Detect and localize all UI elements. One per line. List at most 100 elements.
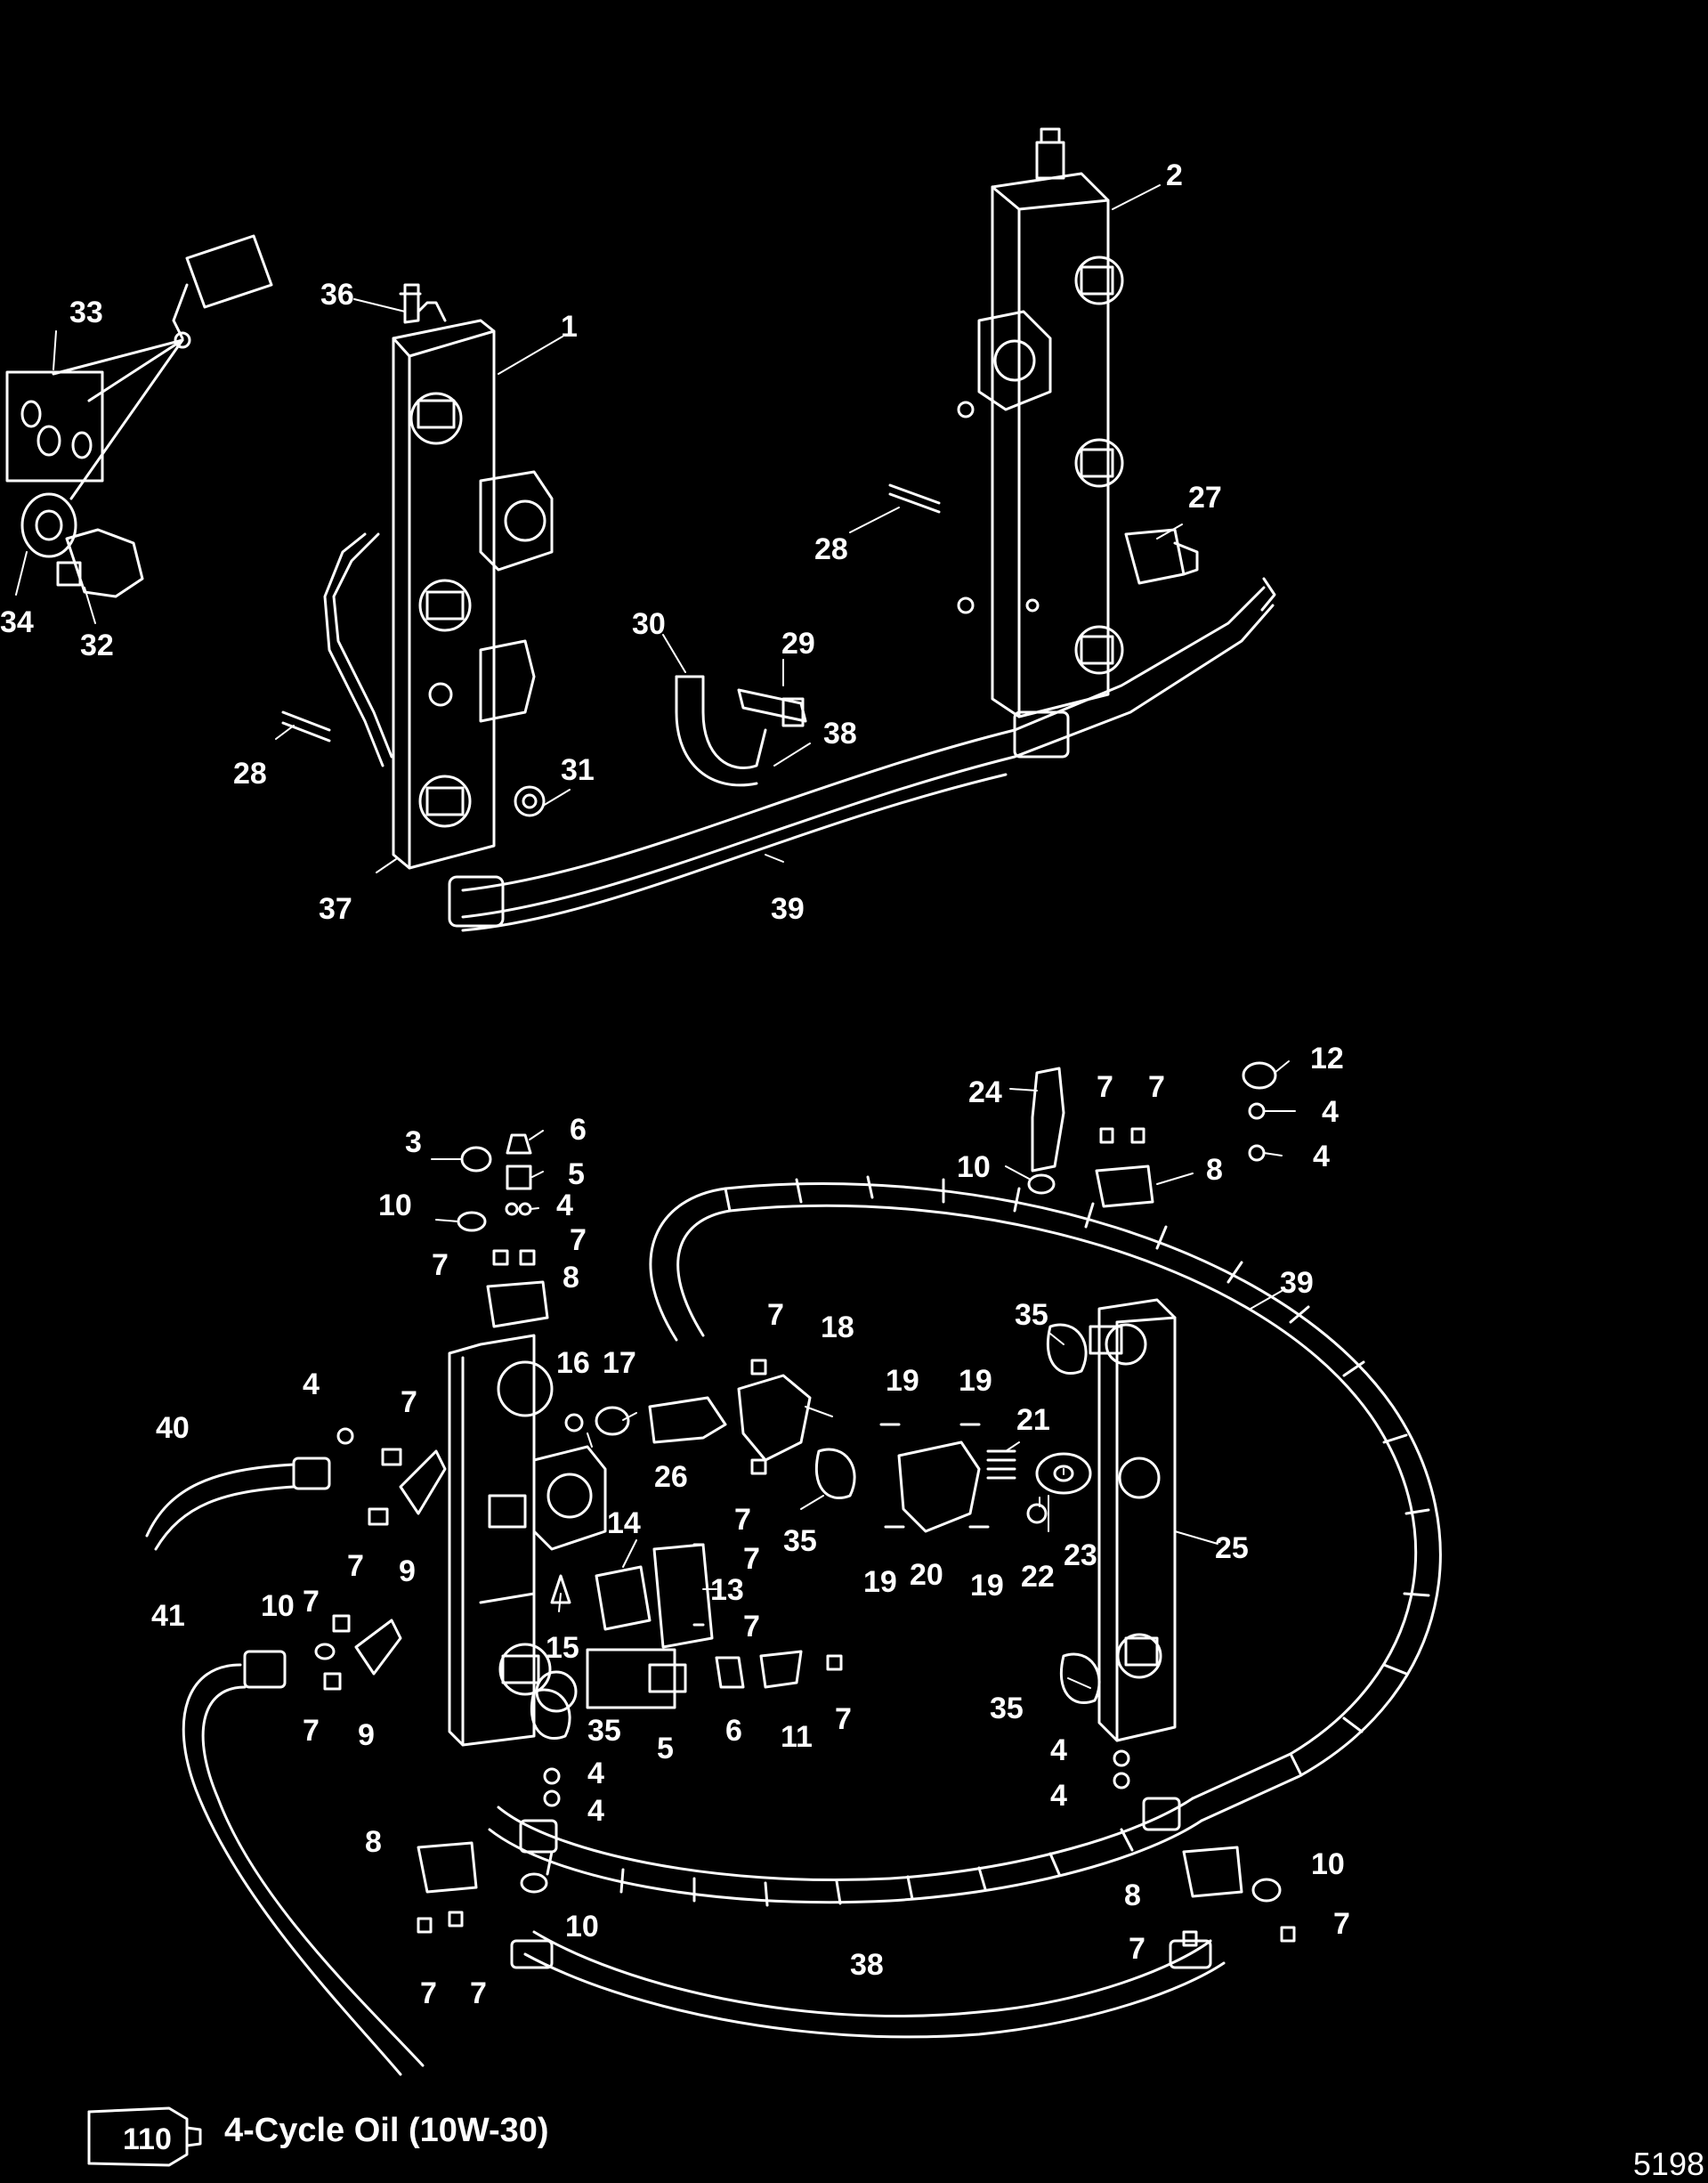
callout-35b: 35 — [1015, 1298, 1048, 1332]
callout-7i: 7 — [743, 1542, 760, 1576]
callout-39-upper: 39 — [771, 892, 805, 926]
callout-16: 16 — [556, 1346, 590, 1380]
callout-30: 30 — [632, 607, 666, 641]
callout-7m: 7 — [1148, 1070, 1165, 1104]
callout-10b: 10 — [261, 1589, 295, 1623]
callout-40: 40 — [156, 1411, 190, 1445]
callout-4h: 4 — [1313, 1140, 1330, 1173]
callout-8c: 8 — [365, 1825, 382, 1859]
rail-block-lower-right — [1089, 1298, 1177, 1742]
callout-1: 1 — [561, 310, 578, 344]
fuel-hose-40 — [145, 1457, 331, 1551]
callout-7e: 7 — [303, 1585, 320, 1619]
callout-10a: 10 — [378, 1189, 412, 1222]
callout-11: 11 — [781, 1720, 813, 1754]
callout-7k: 7 — [835, 1702, 852, 1736]
callout-4b: 4 — [303, 1367, 320, 1401]
callout-10c: 10 — [565, 1910, 599, 1944]
callout-13: 13 — [710, 1573, 744, 1607]
callout-10e: 10 — [1311, 1847, 1345, 1881]
callout-4d: 4 — [587, 1794, 604, 1828]
callout-4e: 4 — [1050, 1733, 1067, 1767]
callout-7j: 7 — [743, 1610, 760, 1643]
callout-39a: 39 — [1280, 1266, 1314, 1300]
callout-28b: 28 — [233, 757, 267, 791]
fuel-rail-left — [323, 283, 554, 870]
callout-35c: 35 — [990, 1692, 1024, 1725]
callout-19a: 19 — [886, 1364, 919, 1398]
callout-4g: 4 — [1322, 1095, 1339, 1129]
callout-18: 18 — [821, 1311, 854, 1344]
callout-9a: 9 — [399, 1554, 416, 1588]
callout-26: 26 — [654, 1460, 688, 1494]
callout-14: 14 — [607, 1506, 641, 1540]
callout-8d: 8 — [1124, 1879, 1141, 1912]
callout-19d: 19 — [970, 1569, 1004, 1603]
callout-4f: 4 — [1050, 1779, 1067, 1813]
callout-7p: 7 — [1129, 1932, 1145, 1966]
callout-33: 33 — [69, 296, 103, 329]
callout-28a: 28 — [814, 532, 848, 566]
callout-7h: 7 — [734, 1503, 751, 1537]
callout-25: 25 — [1215, 1531, 1249, 1565]
callout-27: 27 — [1188, 481, 1222, 515]
callout-38-lower: 38 — [850, 1948, 884, 1982]
fuel-hose-38 — [510, 1930, 1226, 2039]
callout-31: 31 — [561, 753, 595, 787]
callout-7g: 7 — [767, 1298, 784, 1332]
callout-7q: 7 — [1333, 1907, 1350, 1941]
callout-17: 17 — [603, 1346, 636, 1380]
callout-9b: 9 — [358, 1718, 375, 1752]
parts-lower — [314, 1061, 1296, 1947]
callout-8a: 8 — [563, 1261, 579, 1294]
callout-35d: 35 — [587, 1714, 621, 1748]
callout-24: 24 — [968, 1075, 1002, 1109]
callout-10d: 10 — [957, 1150, 991, 1184]
braided-hose-39 — [488, 1175, 1442, 1907]
callout-38-upper: 38 — [823, 717, 857, 751]
callout-41: 41 — [151, 1599, 185, 1633]
callout-34: 34 — [0, 605, 34, 639]
callout-35a: 35 — [783, 1524, 817, 1558]
callout-19b: 19 — [959, 1364, 992, 1398]
fuel-hose-41 — [182, 1650, 425, 2076]
callout-7a: 7 — [432, 1248, 449, 1282]
parts-upper — [5, 234, 1199, 817]
callout-12: 12 — [1310, 1042, 1344, 1075]
sealant-code: 110 — [123, 2122, 172, 2156]
sealant-legend: 4-Cycle Oil (10W-30) — [224, 2112, 549, 2149]
callout-6b: 6 — [725, 1714, 742, 1748]
callout-15: 15 — [546, 1631, 579, 1665]
callout-7b: 7 — [570, 1223, 587, 1257]
callout-19c: 19 — [863, 1565, 897, 1599]
fuel-rail-right — [957, 127, 1124, 718]
callout-29: 29 — [781, 627, 815, 661]
callout-labels: 1 2 27 28 28 29 30 31 32 33 34 36 37 38 … — [0, 158, 1350, 2010]
sealant-tube-icon — [87, 2106, 202, 2167]
callout-5b: 5 — [657, 1732, 674, 1765]
callout-2: 2 — [1166, 158, 1183, 192]
callout-7l: 7 — [1097, 1070, 1113, 1104]
callout-3: 3 — [405, 1125, 422, 1159]
callout-21: 21 — [1016, 1403, 1050, 1437]
rail-block-lower-left — [448, 1334, 607, 1747]
figure-number: 5198 — [1632, 2146, 1704, 2182]
callout-7d: 7 — [347, 1549, 364, 1583]
callout-5a: 5 — [568, 1157, 585, 1191]
fuel-hose-upper — [448, 577, 1276, 932]
callout-8b: 8 — [1206, 1153, 1223, 1187]
callout-7o: 7 — [470, 1976, 487, 2010]
callout-7n: 7 — [420, 1976, 437, 2010]
callout-4a: 4 — [556, 1189, 573, 1222]
callout-4c: 4 — [587, 1757, 604, 1790]
callout-6a: 6 — [570, 1113, 587, 1147]
callout-32: 32 — [80, 629, 114, 662]
callout-7f: 7 — [303, 1714, 320, 1748]
callout-37: 37 — [319, 892, 352, 926]
callout-7c: 7 — [401, 1385, 417, 1419]
callout-23: 23 — [1064, 1538, 1097, 1572]
leader-lines — [15, 184, 1296, 1689]
callout-36: 36 — [320, 278, 354, 312]
callout-20: 20 — [910, 1558, 943, 1592]
